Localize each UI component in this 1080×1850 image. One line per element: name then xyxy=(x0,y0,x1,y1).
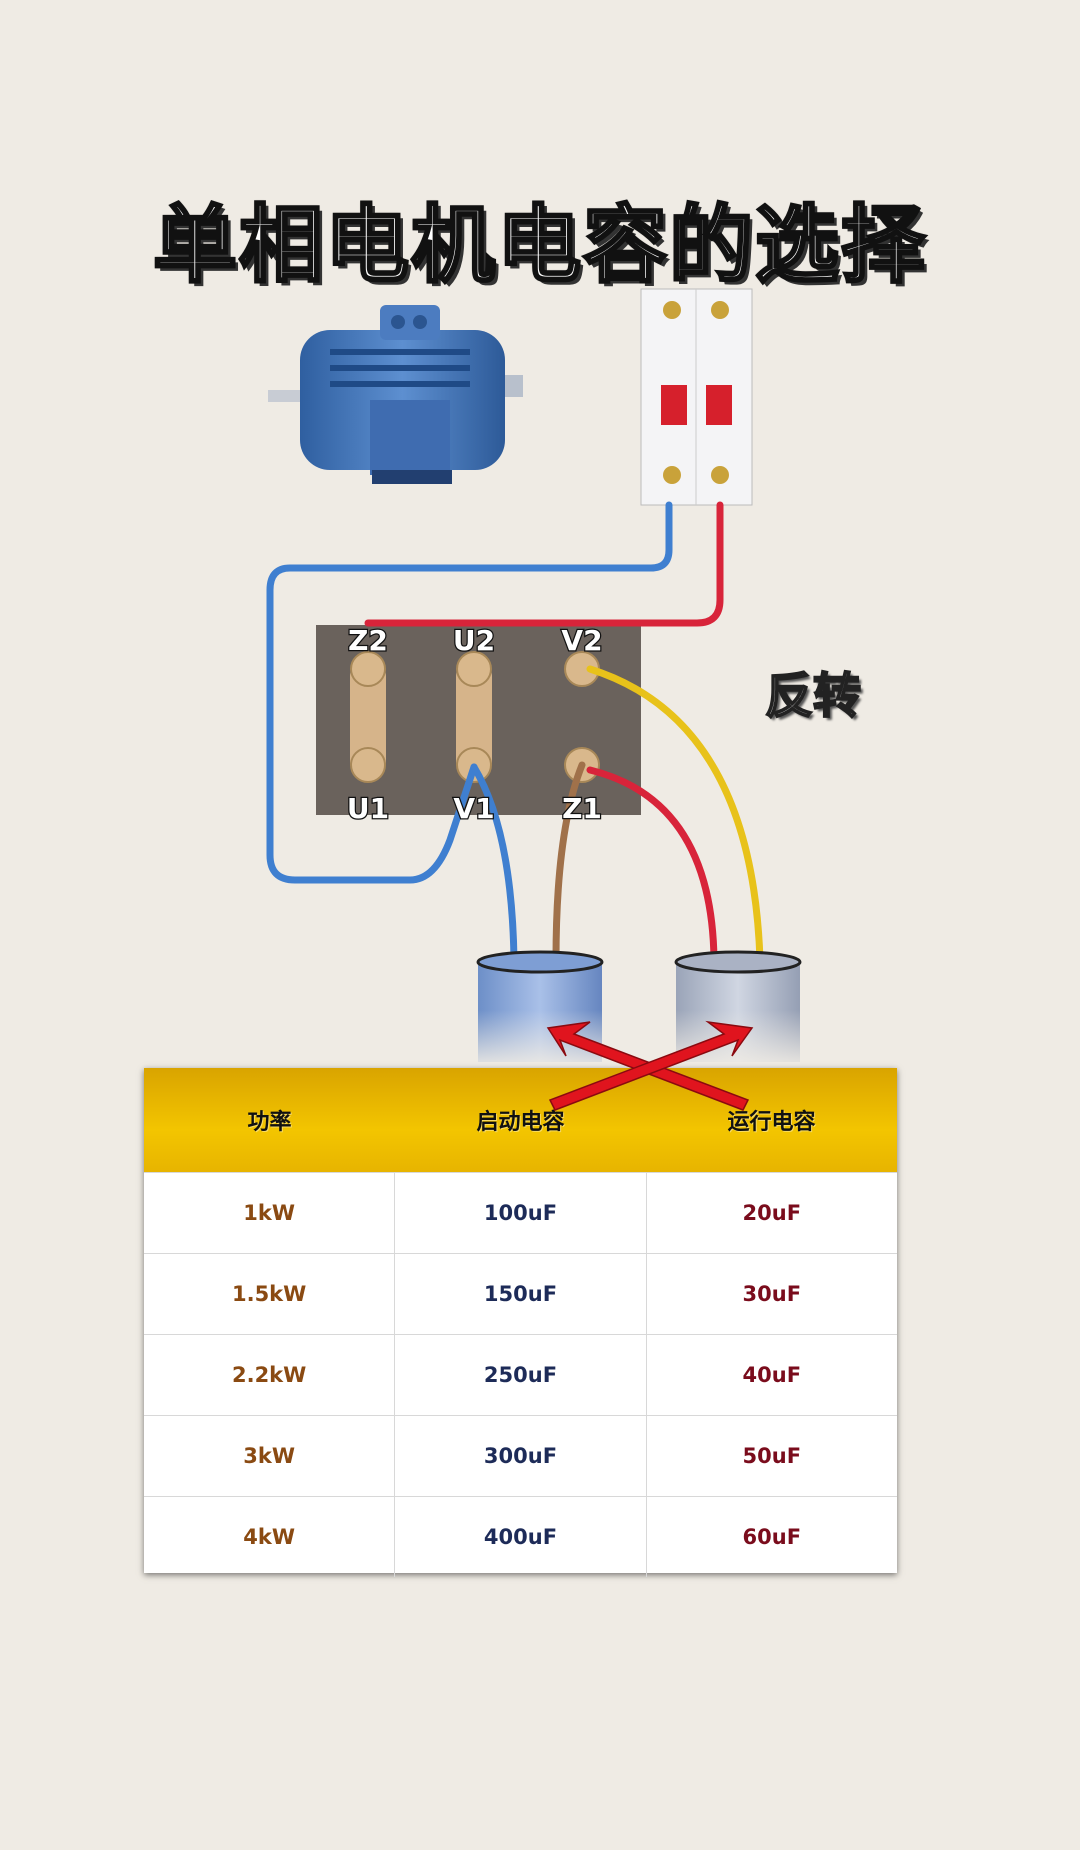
header-start-capacitor: 启动电容 xyxy=(476,1110,565,1135)
power-cell: 3kW xyxy=(243,1444,296,1468)
start-capacitor-cell: 100uF xyxy=(394,1173,645,1253)
terminal-label: Z1 xyxy=(562,792,602,825)
wires xyxy=(266,501,764,964)
power-cell: 4kW xyxy=(243,1525,296,1549)
power-cell: 1kW xyxy=(243,1201,296,1225)
header-power: 功率 xyxy=(247,1110,292,1135)
jumper-bar xyxy=(456,660,492,778)
terminal-label: U1 xyxy=(347,792,389,825)
motor-icon xyxy=(268,305,523,484)
power-cell: 2.2kW xyxy=(231,1363,307,1387)
power-cell: 1.5kW xyxy=(231,1282,307,1306)
run-capacitor-cell: 40uF xyxy=(645,1335,897,1415)
start-capacitor-cell: 150uF xyxy=(394,1254,645,1334)
terminal-label: Z2 xyxy=(348,624,388,657)
jumper-bar xyxy=(350,660,386,778)
run-capacitor-cell: 30uF xyxy=(645,1254,897,1334)
run-capacitor-cell: 20uF xyxy=(645,1173,897,1253)
header-run-capacitor: 运行电容 xyxy=(727,1110,816,1135)
table-header: 功率 启动电容 运行电容 xyxy=(144,1068,897,1172)
reverse-label: 反转 xyxy=(764,667,862,725)
run-capacitor-cell: 60uF xyxy=(645,1497,897,1577)
start-capacitor-cell: 400uF xyxy=(394,1497,645,1577)
terminal-label: V1 xyxy=(453,792,494,825)
terminal-label: U2 xyxy=(453,624,495,657)
start-capacitor-cell: 250uF xyxy=(394,1335,645,1415)
page-title: 单相电机电容的选择 xyxy=(151,195,927,296)
run-capacitor-cell: 50uF xyxy=(645,1416,897,1496)
terminal-label: V2 xyxy=(561,624,602,657)
circuit-breaker xyxy=(640,288,753,506)
start-capacitor-cell: 300uF xyxy=(394,1416,645,1496)
